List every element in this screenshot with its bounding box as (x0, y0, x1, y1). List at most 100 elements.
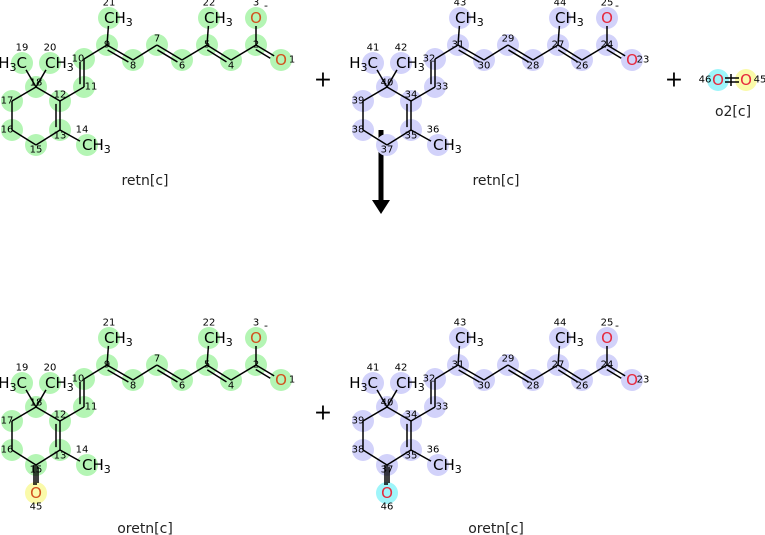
molecule-name: oretn[c] (117, 521, 173, 535)
atom-label: O (626, 371, 638, 389)
atom-number: 30 (478, 381, 491, 392)
atom-number: 7 (154, 354, 160, 365)
atom-highlight (427, 134, 449, 156)
atom-number: 15 (30, 465, 43, 476)
bond (59, 406, 85, 422)
bond (25, 389, 37, 408)
atom-label: O (626, 51, 638, 69)
bond (157, 49, 178, 63)
bond (206, 49, 227, 63)
bond (557, 345, 561, 366)
atom-number: 44 (554, 318, 567, 329)
bond (106, 364, 134, 381)
atom-number: 5 (204, 360, 210, 371)
atom-number: 15 (30, 145, 43, 156)
atom-number: 42 (395, 43, 408, 54)
atom-highlight (270, 49, 292, 71)
bond (508, 49, 529, 63)
bond (106, 25, 110, 46)
atom-label: H3C (349, 54, 378, 74)
bond (362, 86, 388, 102)
atom-number: 32 (423, 374, 436, 385)
atom-label: CH3 (104, 329, 133, 349)
atom-number: 34 (405, 90, 418, 101)
atom-highlight (621, 369, 643, 391)
atom-number: 20 (44, 43, 57, 54)
bond (206, 44, 232, 61)
atom-number: 11 (85, 82, 98, 93)
atom-label: H3C (0, 54, 27, 74)
atom-highlight (76, 134, 98, 156)
bond (11, 129, 37, 146)
bond (59, 86, 85, 102)
atom-label: O (740, 71, 752, 89)
atom-number: 8 (130, 381, 136, 392)
bond (606, 368, 622, 379)
atom-number: 28 (527, 61, 540, 72)
molecule-name: oretn[c] (468, 521, 524, 535)
plus-sign: + (665, 68, 683, 93)
molecule-name: o2[c] (715, 104, 751, 120)
bond (83, 44, 108, 60)
bond (59, 449, 81, 462)
atom-number: 44 (554, 0, 567, 9)
atom-number: 29 (502, 354, 515, 365)
atom-highlight (39, 52, 61, 74)
atom-number: 12 (54, 90, 67, 101)
bond (532, 44, 559, 61)
atom-number: 36 (427, 445, 440, 456)
atom-number: 38 (352, 445, 365, 456)
atom-label: CH3 (555, 9, 584, 29)
bond (206, 364, 232, 381)
bond (606, 364, 626, 377)
bond (106, 44, 134, 61)
atom-highlight (427, 454, 449, 476)
bond (230, 364, 257, 381)
atom-number: 37 (381, 465, 394, 476)
atom-number: 27 (552, 360, 565, 371)
atom-number: 30 (478, 61, 491, 72)
atom-label: CH3 (45, 54, 74, 74)
bond (206, 345, 210, 366)
bond (255, 48, 271, 59)
bond (557, 364, 583, 381)
atom-number: 28 (527, 381, 540, 392)
atom-highlight (621, 49, 643, 71)
plus-sign: + (314, 68, 332, 93)
bond (35, 389, 47, 408)
bond (606, 44, 626, 57)
atom-number: 16 (1, 125, 14, 136)
bond (483, 364, 509, 381)
bond (557, 49, 578, 63)
bond (255, 44, 275, 57)
bond (156, 364, 183, 381)
atom-number: 19 (16, 43, 29, 54)
charge-label: - (615, 319, 619, 332)
atom-number: 14 (76, 445, 89, 456)
atom-number: 37 (381, 145, 394, 156)
bond (557, 369, 578, 383)
atom-highlight (245, 7, 267, 29)
charge-label: - (264, 0, 268, 12)
atom-label: CH3 (204, 9, 233, 29)
atom-number: 40 (381, 398, 394, 409)
atom-number: 21 (103, 0, 116, 9)
atom-number: 41 (367, 43, 380, 54)
bond (507, 44, 534, 61)
atom-highlight (98, 327, 120, 349)
bond (386, 69, 398, 88)
atom-number: 10 (72, 54, 85, 65)
atom-number: 1 (289, 55, 295, 66)
bond (508, 369, 529, 383)
bond (457, 345, 461, 366)
bond (35, 86, 61, 102)
atom-highlight (39, 372, 61, 394)
atom-highlight (707, 69, 729, 91)
bond (11, 406, 37, 422)
atom-number: 18 (30, 78, 43, 89)
atom-number: 46 (381, 502, 394, 513)
bond (157, 369, 178, 383)
atom-label: O (275, 51, 287, 69)
